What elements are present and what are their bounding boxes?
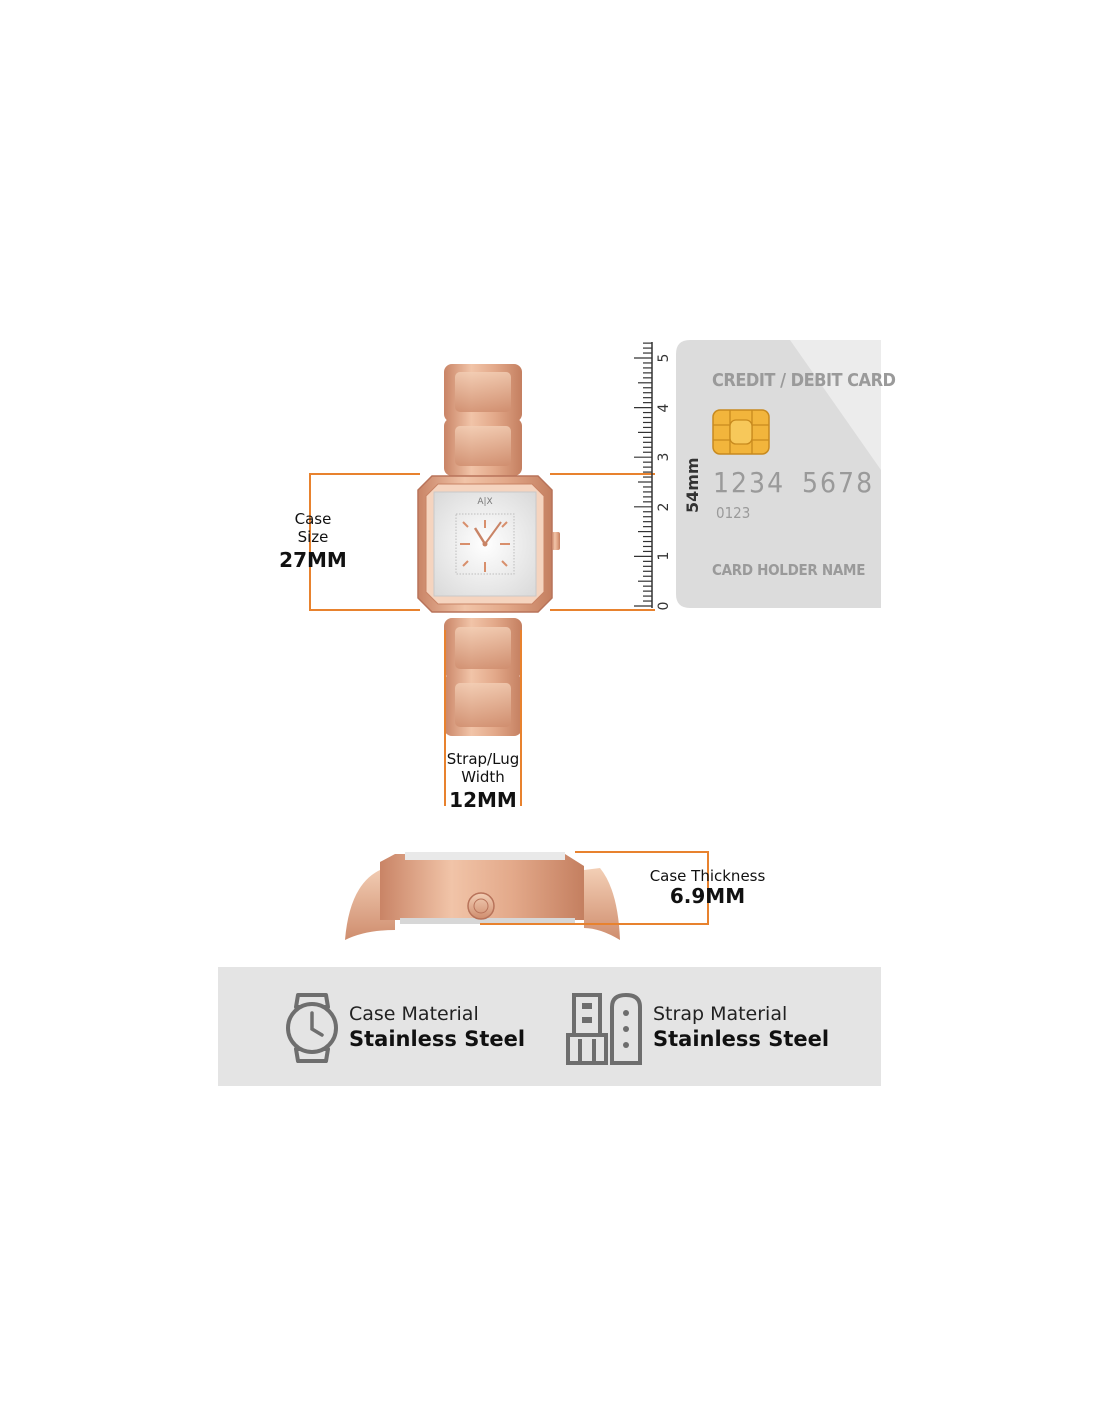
- case-thickness-value: 6.9MM: [669, 884, 746, 908]
- case-size-value: 27MM: [279, 548, 347, 572]
- card-length-label: 54mm: [683, 457, 702, 513]
- card-number-small: 0123: [716, 504, 751, 522]
- bracelet-bottom: [444, 618, 522, 736]
- ruler-number: 5: [656, 353, 672, 363]
- ruler-number: 3: [656, 452, 672, 462]
- materials-panel: Case Material Stainless Steel Strap Mate…: [218, 967, 881, 1086]
- card-holder-name: CARD HOLDER NAME: [712, 561, 866, 579]
- bracelet-top: [444, 364, 522, 476]
- dial-brand-logo: A|X: [477, 497, 493, 507]
- strap-material-value: Stainless Steel: [653, 1027, 830, 1051]
- strap-icon: [566, 992, 642, 1065]
- strap-width-label-line2: Width: [461, 768, 505, 786]
- watch-icon: [286, 993, 338, 1063]
- case-size-guide: [309, 473, 655, 611]
- case-thickness-label: Case Thickness: [649, 867, 766, 885]
- ruler-number: 2: [656, 502, 672, 512]
- strap-material-text: Strap Material Stainless Steel: [653, 1003, 829, 1051]
- card-number-part1: 1234: [713, 466, 786, 499]
- watch-front-illustration: [309, 339, 881, 940]
- ruler-number: 0: [656, 601, 672, 611]
- ruler-number: 4: [656, 403, 672, 413]
- case-material-title: Case Material: [349, 1003, 479, 1025]
- case-size-label-line2: Size: [297, 528, 329, 546]
- card-title: CREDIT / DEBIT CARD: [712, 370, 896, 391]
- strap-width-label: Strap/Lug Width: [443, 750, 523, 786]
- case-thickness-guide: [480, 851, 709, 925]
- watch-side-illustration: [345, 852, 620, 940]
- credit-card: [676, 340, 881, 608]
- case-size-label: Case Size: [283, 510, 343, 546]
- ruler-number: 1: [656, 551, 672, 561]
- strap-width-label-line1: Strap/Lug: [446, 750, 520, 768]
- card-number-part2: 5678: [802, 466, 875, 499]
- case-material-value: Stainless Steel: [349, 1027, 526, 1051]
- strap-width-value: 12MM: [449, 788, 517, 812]
- case-material-text: Case Material Stainless Steel: [349, 1003, 525, 1051]
- ruler-ticks: [634, 342, 652, 607]
- strap-width-guide: [444, 630, 522, 806]
- crown-icon: [467, 892, 495, 920]
- card-chip-icon: [712, 409, 770, 455]
- case-size-label-line1: Case: [294, 510, 332, 528]
- strap-material-title: Strap Material: [653, 1003, 788, 1025]
